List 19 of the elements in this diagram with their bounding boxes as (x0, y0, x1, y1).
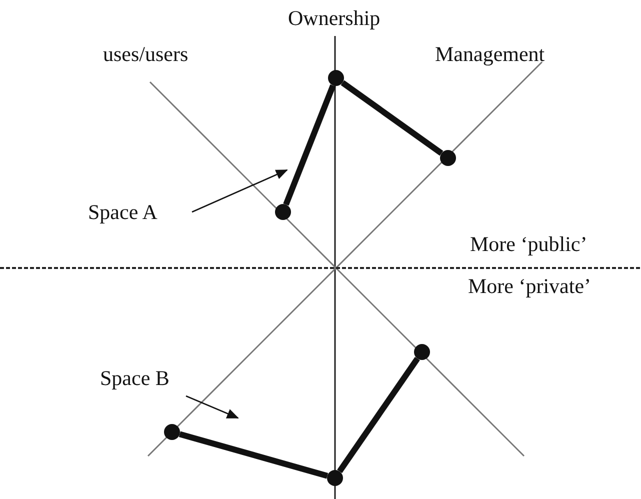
profile-line (283, 84, 336, 206)
axis-label: Ownership (288, 6, 380, 30)
data-point (440, 150, 456, 166)
data-point (164, 424, 180, 440)
profile-line (178, 431, 328, 479)
axis-label: uses/users (103, 42, 188, 66)
data-point (275, 204, 291, 220)
data-point (328, 70, 344, 86)
leader-arrow (192, 169, 288, 213)
data-point (414, 344, 430, 360)
space-label: Space A (88, 200, 158, 224)
axis-label: Management (435, 42, 545, 66)
profile-line (340, 80, 444, 156)
axis-label: More ‘public’ (470, 232, 588, 256)
profile-line (337, 356, 420, 474)
leader-arrow (186, 395, 239, 419)
space-label: Space B (100, 366, 170, 390)
data-point (327, 470, 343, 486)
axis-label: More ‘private’ (468, 274, 592, 298)
